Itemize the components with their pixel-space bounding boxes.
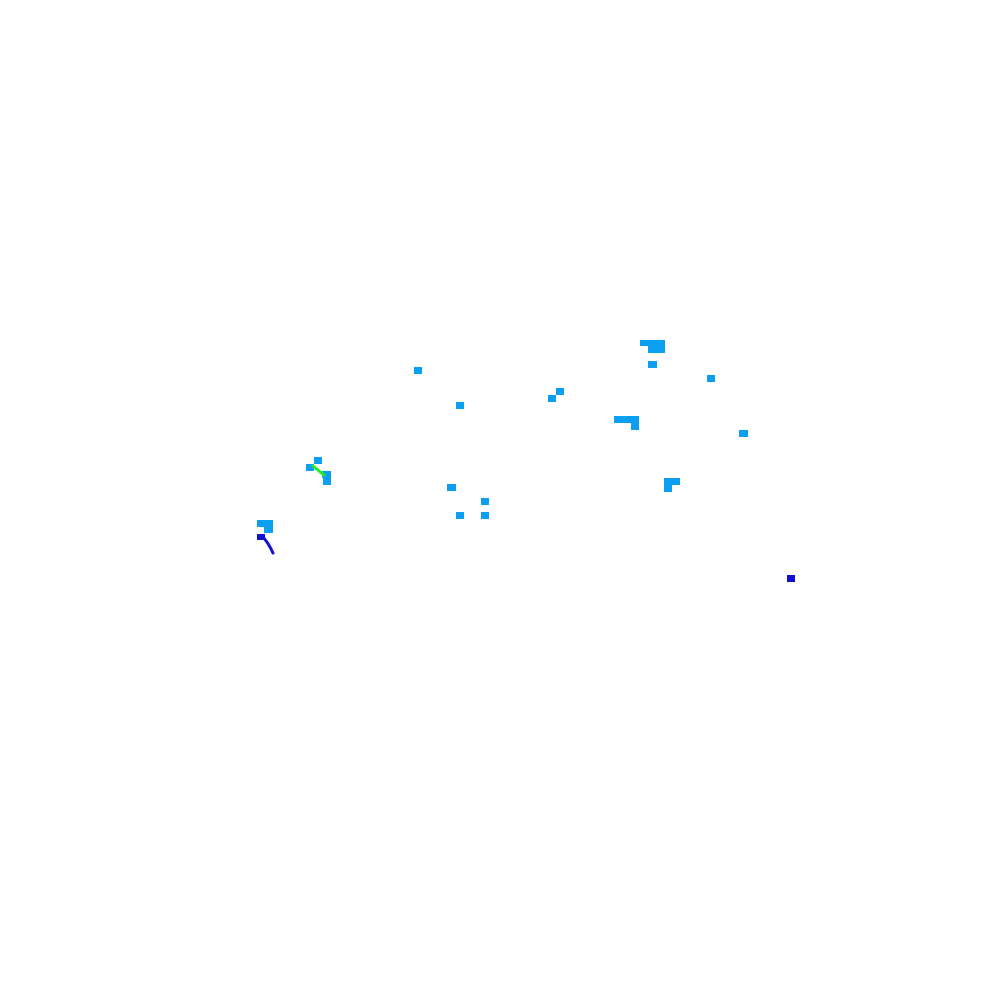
cell-marker xyxy=(739,430,748,437)
cell-block-middle xyxy=(614,416,639,430)
cell-marker xyxy=(314,457,322,464)
cell-marker xyxy=(306,464,314,471)
cell-marker xyxy=(707,375,715,382)
cell-block-top xyxy=(640,340,665,353)
cluster-top-right xyxy=(614,340,748,492)
cell-block-far-left xyxy=(257,520,273,533)
cell-marker xyxy=(481,512,489,519)
cell-block-lower xyxy=(664,478,680,492)
cell-marker xyxy=(456,402,464,409)
cell-marker xyxy=(414,367,422,374)
cluster-lower-right xyxy=(787,575,795,582)
highlight-segment xyxy=(311,464,326,477)
cell-marker xyxy=(481,498,489,505)
deep-curve xyxy=(260,534,275,555)
cluster-left xyxy=(257,457,331,555)
cluster-center xyxy=(414,367,564,519)
cell-marker xyxy=(447,484,456,491)
deep-cell-marker xyxy=(787,575,795,582)
cell-marker xyxy=(648,361,657,368)
cell-marker xyxy=(456,512,464,519)
cell-marker xyxy=(556,388,564,395)
cell-marker xyxy=(548,395,556,402)
